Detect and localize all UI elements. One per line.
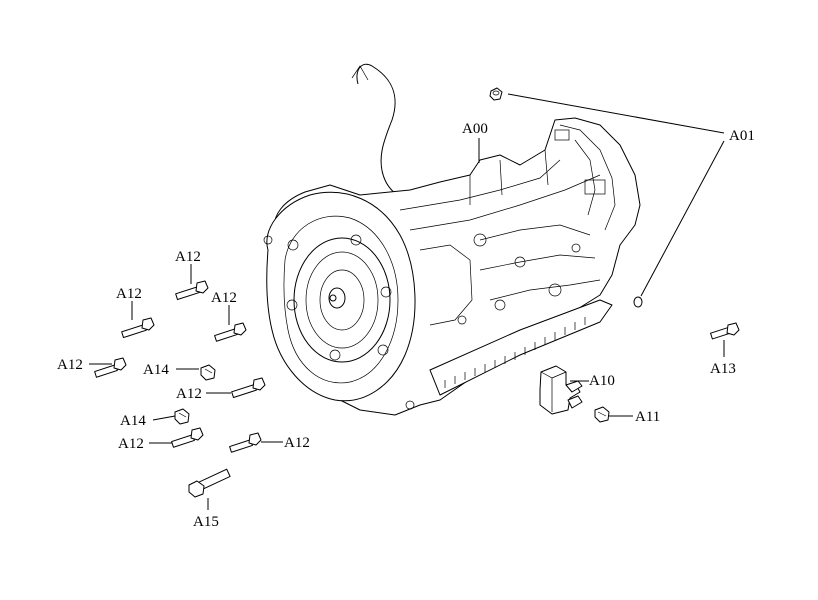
bolt-a12-5[interactable] [231,377,266,399]
callout-a12-4: A12 [57,357,83,373]
leader-lines [89,93,725,510]
bolt-a12-6[interactable] [171,427,204,448]
callout-a10: A10 [589,373,615,389]
callout-a11: A11 [635,409,660,425]
callout-a12-1: A12 [175,249,201,265]
callout-a12-6: A12 [118,436,144,452]
callout-a12-5: A12 [176,386,202,402]
bolt-a12-4[interactable] [94,357,127,378]
dipstick-tube [356,63,431,211]
callout-a12-2: A12 [116,286,142,302]
bolt-a12-2[interactable] [121,317,155,339]
callout-a01: A01 [729,128,755,144]
bolt-a12-3[interactable] [214,322,247,342]
callout-a15: A15 [193,514,219,530]
plug-part[interactable] [489,87,503,101]
bolt-a12-1[interactable] [175,280,209,301]
callout-a12-7: A12 [284,435,310,451]
callout-a14-1: A14 [143,362,169,378]
stud-a15[interactable] [188,468,231,498]
callout-a14-2: A14 [120,413,146,429]
sensor-bracket-part[interactable] [539,365,583,415]
oil-pan [429,299,613,396]
callout-a13: A13 [710,361,736,377]
callout-a12-3: A12 [211,290,237,306]
nut-a14-1[interactable] [200,364,216,381]
callout-a00: A00 [462,121,488,137]
bolt-a12-7[interactable] [229,432,262,453]
transmission-assembly[interactable] [263,63,641,416]
bolt-a11[interactable] [594,406,610,423]
o-ring-part[interactable] [633,296,643,308]
nut-a14-2[interactable] [174,408,190,425]
bolt-a13[interactable] [710,322,740,340]
